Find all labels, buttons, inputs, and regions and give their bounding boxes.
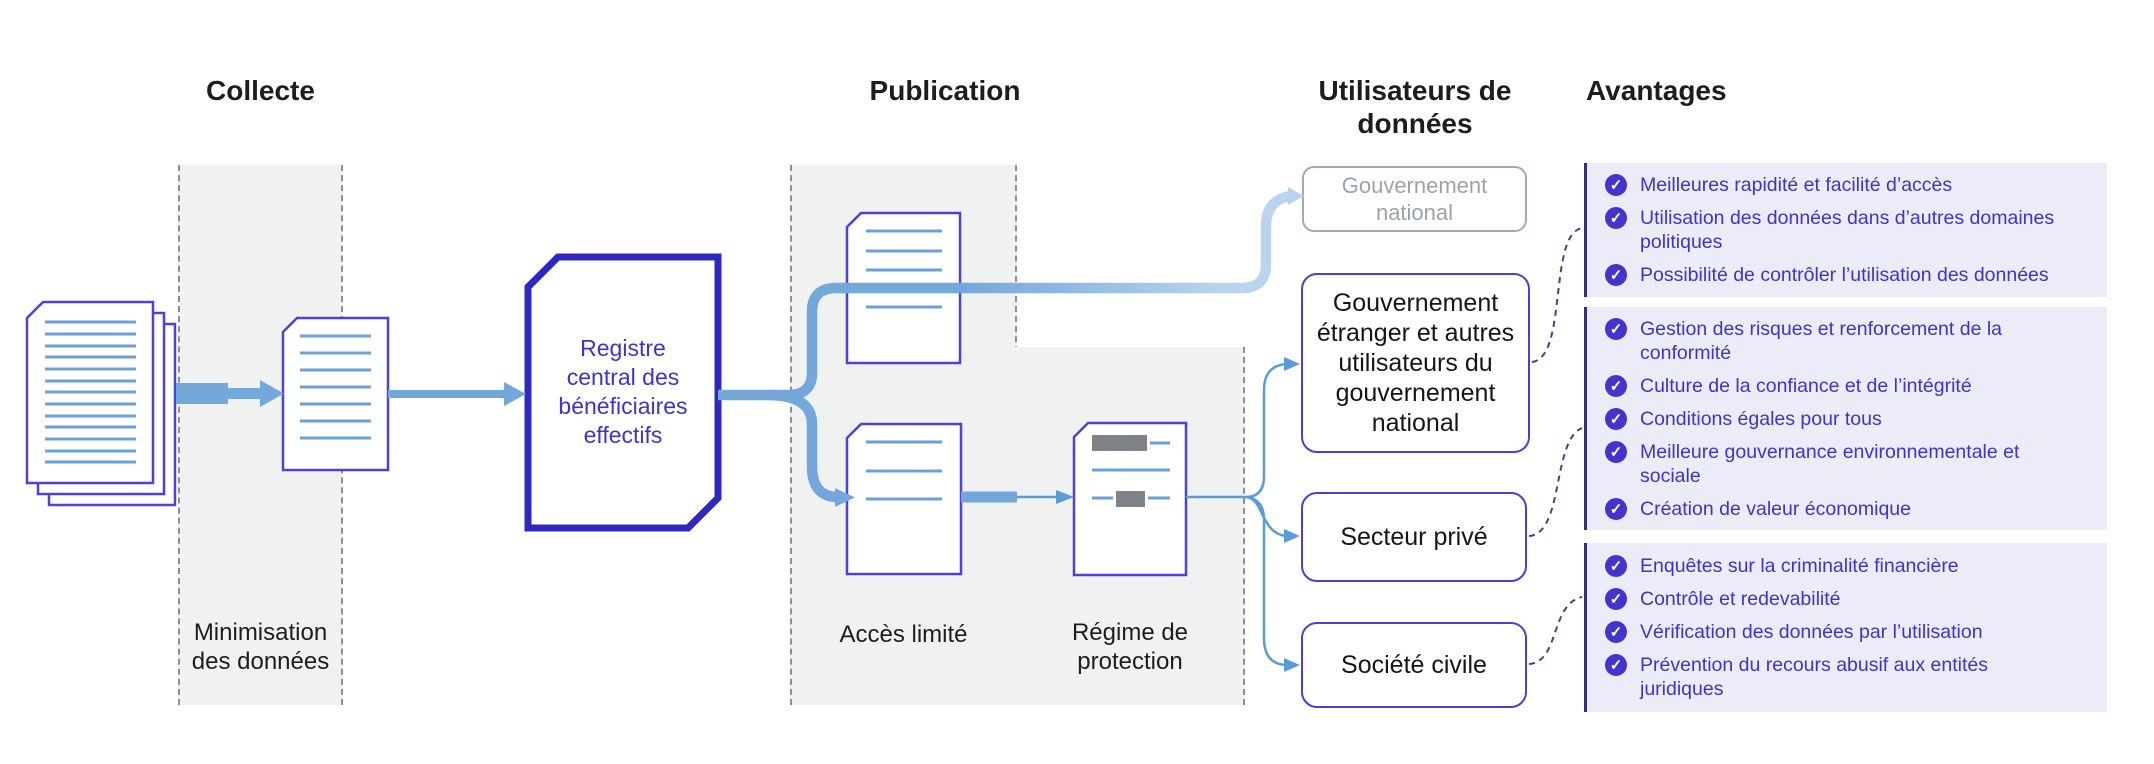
advantage-text: Gestion des risques et renforcement de l… [1640, 317, 2003, 364]
advantage-item: ✓ Utilisation des données dans d’autres d… [1605, 206, 2095, 254]
caption-minimisation: Minimisation des données [191, 619, 330, 675]
advantage-text: Meilleure gouvernance environnementale e… [1640, 440, 2020, 487]
user-box-gouvernement-etranger: Gouvernement étranger et autres utilisat… [1301, 273, 1530, 453]
societe-civile-arrowhead [1284, 658, 1300, 672]
advantage-item: ✓ Vérification des données par l’utilisat… [1605, 620, 2095, 644]
document-stack-icon [25, 300, 177, 507]
check-circle-icon: ✓ [1605, 555, 1627, 577]
advantage-text: Vérification des données par l’utilisati… [1640, 621, 1983, 643]
caption-acces-limite: Accès limité [839, 621, 968, 648]
advantage-item: ✓ Meilleures rapidité et facilité d’accès [1605, 173, 2095, 197]
header-publication: Publication [869, 75, 1021, 106]
advantage-item: ✓ Culture de la confiance et de l’intégri… [1605, 374, 2095, 398]
advantage-text: Création de valeur économique [1640, 497, 1912, 520]
check-circle-icon: ✓ [1605, 207, 1627, 229]
header-utilisateurs: Utilisateurs de données [1318, 75, 1512, 139]
user-box-societe-civile: Société civile [1301, 622, 1527, 708]
secteur-prive-arrowhead [1284, 529, 1300, 543]
check-circle-icon: ✓ [1605, 654, 1627, 676]
advantage-item: ✓ Contrôle et redevabilité [1605, 587, 2095, 611]
advantage-item: ✓ Possibilité de contrôler l’utilisation … [1605, 263, 2095, 287]
advantage-text: Contrôle et redevabilité [1640, 588, 1841, 610]
advantage-item: ✓ Création de valeur économique [1605, 497, 2095, 521]
advantage-text: Utilisation des données dans d’autres do… [1640, 207, 2055, 253]
user-box-gouvernement-national: Gouvernement national [1302, 166, 1527, 232]
check-circle-icon: ✓ [1605, 374, 1627, 397]
check-circle-icon: ✓ [1605, 497, 1627, 520]
check-circle-icon: ✓ [1605, 440, 1627, 463]
user-box-secteur-prive: Secteur privé [1301, 492, 1527, 582]
advantage-item: ✓ Prévention du recours abusif aux entité… [1605, 653, 2095, 701]
document-stack-lines [45, 320, 136, 464]
advantage-text: Meilleures rapidité et facilité d’accès [1640, 174, 1953, 196]
advantage-text: Conditions égales pour tous [1640, 407, 1882, 430]
check-circle-icon: ✓ [1605, 174, 1627, 196]
min-to-register-arrow [388, 382, 526, 406]
check-circle-icon: ✓ [1605, 407, 1627, 430]
gov-etranger-arrowhead [1284, 357, 1300, 371]
check-circle-icon: ✓ [1605, 264, 1627, 286]
check-circle-icon: ✓ [1605, 317, 1627, 340]
advantage-text: Culture de la confiance et de l’intégrit… [1640, 374, 1972, 397]
advantage-text: Possibilité de contrôler l’utilisation d… [1640, 264, 2049, 286]
advantages-group-societe-civile: ✓Enquêtes sur la criminalité financière✓… [1584, 543, 2107, 712]
check-circle-icon: ✓ [1605, 621, 1627, 643]
register-label: Registre central des bénéficiaires effec… [558, 335, 688, 448]
check-circle-icon: ✓ [1605, 588, 1627, 610]
advantages-group-secteur-prive: ✓ Gestion des risques et renforcement de … [1584, 307, 2107, 530]
advantage-item: ✓ Enquêtes sur la criminalité financière [1605, 554, 2095, 578]
advantage-item: ✓ Gestion des risques et renforcement de … [1605, 317, 2095, 365]
advantage-text: Prévention du recours abusif aux entités… [1640, 654, 1988, 700]
advantages-group-gouvernement: ✓ Meilleures rapidité et facilité d’accès… [1584, 163, 2107, 297]
advantage-item: ✓ Conditions égales pour tous [1605, 407, 2095, 431]
advantage-text: Enquêtes sur la criminalité financière [1640, 555, 1959, 577]
header-avantages: Avantages [1586, 75, 1727, 106]
advantage-item: ✓ Meilleure gouvernance environnementale … [1605, 440, 2095, 488]
header-collecte: Collecte [206, 75, 315, 106]
caption-regime-protection: Régime de protection [1071, 619, 1189, 675]
benefit-connectors [1528, 227, 1583, 665]
